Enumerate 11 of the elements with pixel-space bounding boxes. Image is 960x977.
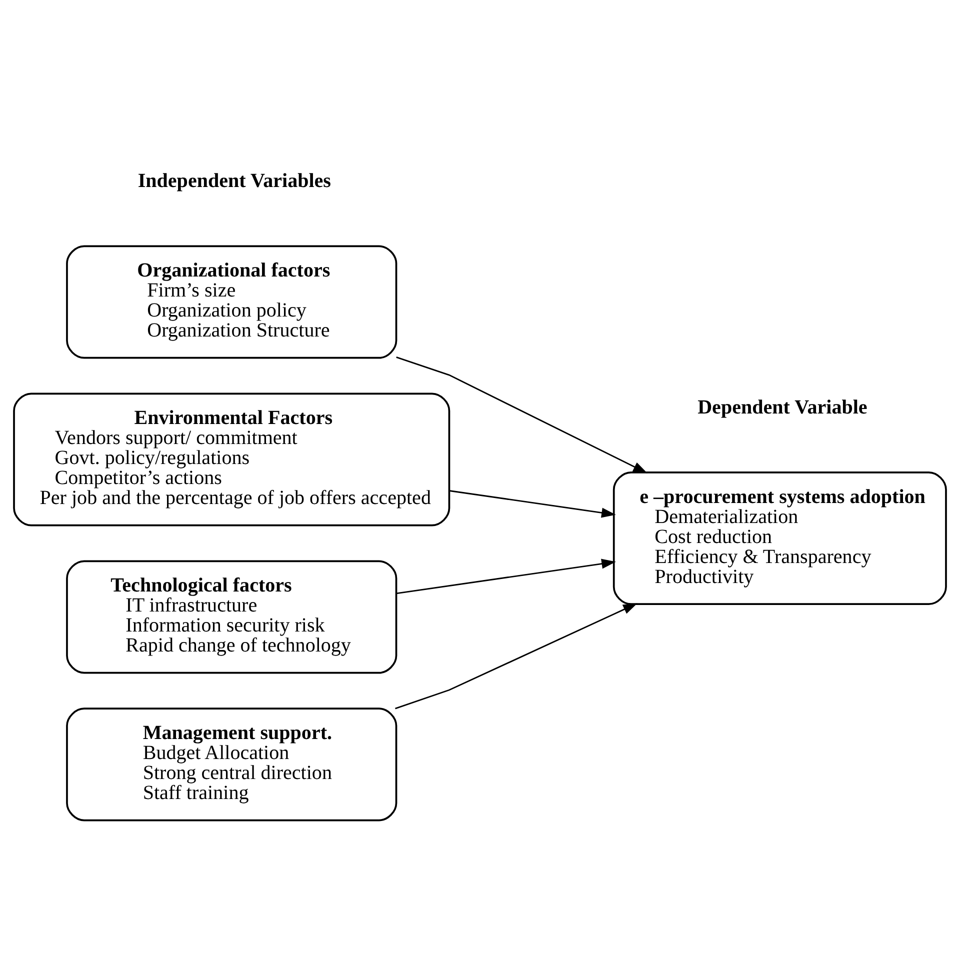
label: Dependent Variable [698, 396, 868, 418]
label: Independent Variables [138, 170, 331, 192]
arrow [396, 356, 648, 474]
arrow [396, 558, 616, 594]
node-box: Technological factors IT infrastructure Information security risk Rapid change of technology [66, 560, 398, 674]
node-box: Organizational factors Firm’s size Organization policy Organization Structure [66, 245, 398, 359]
arrow [449, 490, 616, 518]
node-box: Environmental Factors Vendors support/ commitment Govt. policy/regulations Competitor’s actions Per job and the percentage of job offers accepted [13, 392, 450, 526]
arrow [395, 603, 638, 710]
node-box: e –procurement systems adoption Dematerialization Cost reduction Efficiency & Transparency Productivity [612, 471, 947, 606]
node-box: Management support. Budget Allocation Strong central direction Staff training [66, 708, 398, 822]
